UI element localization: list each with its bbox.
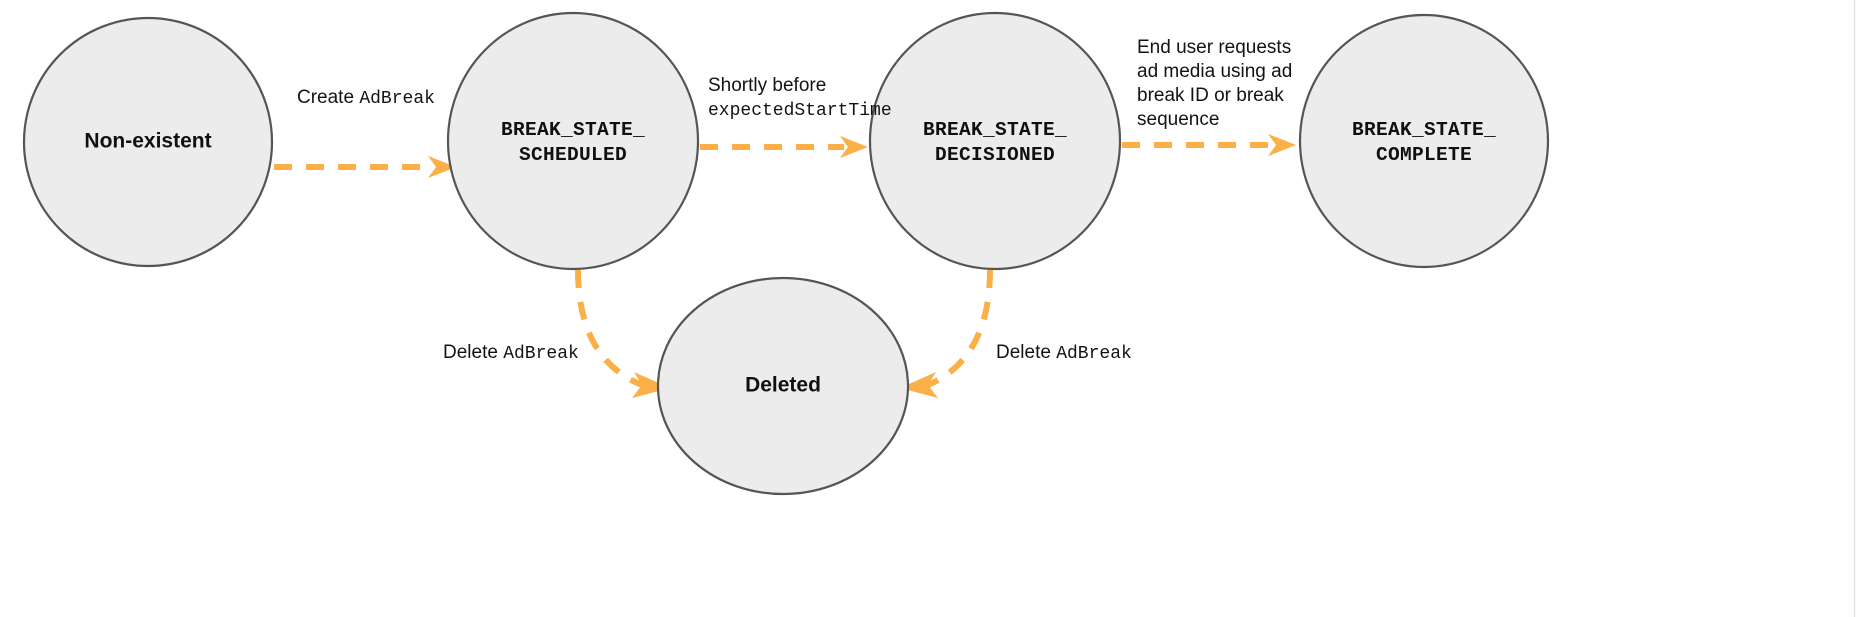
svg-text:Delete AdBreak: Delete AdBreak — [996, 342, 1132, 364]
edge-delete-from-scheduled[interactable] — [575, 269, 670, 398]
node-break-state-scheduled-label-line-1: BREAK_STATE_ — [501, 119, 645, 141]
node-non-existent-shape — [22, 16, 274, 268]
node-deleted-label: Deleted — [745, 374, 821, 397]
svg-text:Create AdBreak: Create AdBreak — [297, 87, 435, 109]
node-break-state-decisioned-label-line-2: DECISIONED — [935, 144, 1055, 166]
edge-label-shortly-before-line-1: Shortly before — [708, 75, 826, 96]
edge-label-delete-from-decisioned-prose: Delete — [996, 342, 1056, 363]
edge-delete-from-scheduled-arrowhead — [632, 372, 670, 398]
edge-label-end-user-requests-line-2: ad media using ad — [1137, 61, 1292, 82]
edge-label-shortly-before-line-2: expectedStartTime — [708, 101, 892, 121]
node-deleted[interactable]: Deleted — [656, 276, 910, 496]
node-break-state-complete-shape — [1298, 13, 1550, 269]
edge-label-delete-from-scheduled-prose: Delete — [443, 342, 503, 363]
edge-label-end-user-requests: End user requests ad media using ad brea… — [1137, 37, 1292, 130]
edge-create-adbreak-arrowhead — [428, 156, 456, 178]
edge-label-delete-from-decisioned-code: AdBreak — [1056, 344, 1132, 364]
node-break-state-decisioned-label-line-1: BREAK_STATE_ — [923, 119, 1067, 141]
node-break-state-complete-label-line-1: BREAK_STATE_ — [1352, 119, 1496, 141]
edge-label-end-user-requests-line-3: break ID or break — [1137, 85, 1284, 106]
svg-text:Delete AdBreak: Delete AdBreak — [443, 342, 579, 364]
edge-label-end-user-requests-line-4: sequence — [1137, 109, 1219, 130]
node-break-state-complete[interactable]: BREAK_STATE_ COMPLETE — [1298, 13, 1550, 269]
node-break-state-decisioned[interactable]: BREAK_STATE_ DECISIONED — [868, 11, 1122, 271]
node-break-state-scheduled[interactable]: BREAK_STATE_ SCHEDULED — [446, 11, 700, 271]
edge-label-shortly-before: Shortly before expectedStartTime — [708, 75, 892, 121]
edge-shortly-before[interactable] — [700, 136, 868, 158]
node-break-state-scheduled-label-line-2: SCHEDULED — [519, 144, 627, 166]
edge-create-adbreak[interactable] — [274, 156, 456, 178]
node-break-state-complete-label-line-2: COMPLETE — [1376, 144, 1472, 166]
edge-delete-from-decisioned[interactable] — [900, 269, 993, 398]
edge-label-delete-from-scheduled-code: AdBreak — [503, 344, 579, 364]
node-deleted-shape — [656, 276, 910, 496]
edge-shortly-before-arrowhead — [840, 136, 868, 158]
edge-delete-from-decisioned-arrowhead — [900, 372, 938, 398]
edge-label-create-adbreak-prose: Create — [297, 87, 359, 108]
edge-end-user-requests-arrowhead — [1268, 134, 1296, 156]
edge-label-delete-from-decisioned: Delete AdBreak — [996, 342, 1132, 364]
node-non-existent[interactable]: Non-existent — [22, 16, 274, 268]
node-break-state-decisioned-shape — [868, 11, 1122, 271]
edge-delete-from-decisioned-line — [926, 269, 993, 388]
edge-label-create-adbreak: Create AdBreak — [297, 87, 435, 109]
edge-label-create-adbreak-code: AdBreak — [359, 89, 435, 109]
node-non-existent-label: Non-existent — [84, 130, 211, 153]
edge-delete-from-scheduled-line — [575, 269, 644, 388]
edge-end-user-requests[interactable] — [1122, 134, 1296, 156]
edge-label-end-user-requests-line-1: End user requests — [1137, 37, 1291, 58]
node-break-state-scheduled-shape — [446, 11, 700, 271]
edge-label-delete-from-scheduled: Delete AdBreak — [443, 342, 579, 364]
